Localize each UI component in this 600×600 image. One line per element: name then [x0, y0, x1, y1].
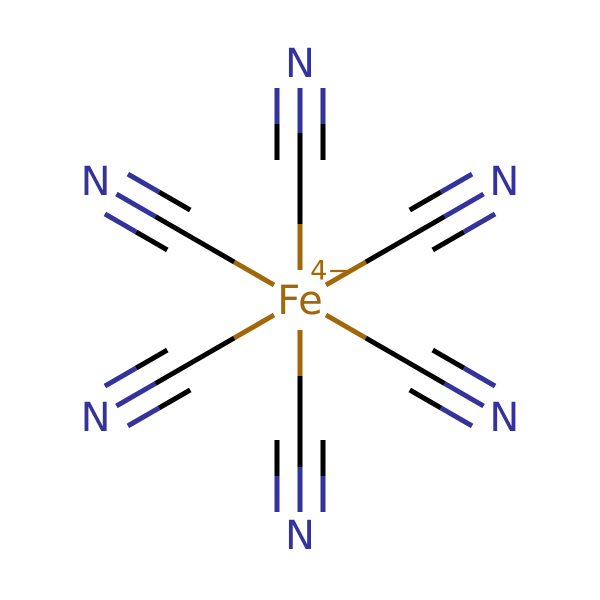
triple-bond-center-nitrogen-half [443, 381, 485, 409]
triple-bond-center-nitrogen-half [115, 381, 157, 409]
nitrogen-atom-label-down-left: N [81, 395, 111, 441]
cyanide-ligand-down-left [103, 312, 276, 429]
cyanide-ligand-up-left [103, 171, 276, 288]
fe-c-bond-carbon-half [364, 236, 407, 265]
nitrogen-atom-label-up-right: N [489, 159, 519, 205]
cyanide-ligand-up-right [324, 171, 497, 288]
fe-c-bond-carbon-half [364, 335, 407, 364]
iron-atom-label: Fe [277, 278, 322, 324]
triple-bond-side-a-nitrogen-half [126, 405, 161, 429]
nitrogen-atom-label-up-left: N [81, 159, 111, 205]
triple-bond-side-a-carbon-half [157, 387, 192, 411]
fe-c-bond-metal-half [232, 312, 276, 341]
cyanide-ligand-down-right [324, 312, 497, 429]
fe-c-bond-metal-half [324, 312, 368, 341]
triple-bond-center-carbon-half [154, 358, 196, 386]
cyanide-ligand-down [274, 330, 326, 512]
triple-bond-side-a-nitrogen-half [462, 365, 497, 389]
triple-bond-side-b-nitrogen-half [439, 405, 474, 429]
triple-bond-center-carbon-half [404, 214, 446, 242]
triple-bond-side-b-carbon-half [134, 347, 169, 371]
triple-bond-side-a-nitrogen-half [439, 171, 474, 195]
cyanide-ligand-up [274, 88, 326, 270]
triple-bond-side-b-carbon-half [157, 189, 192, 213]
triple-bond-side-b-nitrogen-half [103, 365, 138, 389]
fe-c-bond-metal-half [232, 259, 276, 288]
triple-bond-side-a-carbon-half [431, 347, 466, 371]
triple-bond-side-b-carbon-half [431, 229, 466, 253]
triple-bond-center-carbon-half [154, 214, 196, 242]
nitrogen-atom-label-down: N [285, 513, 315, 559]
nitrogen-atom-label-up: N [285, 41, 315, 87]
triple-bond-side-b-nitrogen-half [126, 171, 161, 195]
fe-c-bond-metal-half [324, 259, 368, 288]
triple-bond-center-nitrogen-half [115, 191, 157, 219]
triple-bond-side-b-carbon-half [408, 387, 443, 411]
triple-bond-side-a-carbon-half [134, 229, 169, 253]
nitrogen-atom-label-down-right: N [489, 395, 519, 441]
bonds-layer [103, 88, 497, 512]
triple-bond-side-a-nitrogen-half [103, 211, 138, 235]
triple-bond-center-carbon-half [404, 358, 446, 386]
triple-bond-center-nitrogen-half [443, 191, 485, 219]
fe-c-bond-carbon-half [193, 236, 236, 265]
iron-charge-label: 4− [310, 256, 350, 287]
fe-c-bond-carbon-half [193, 335, 236, 364]
triple-bond-side-b-nitrogen-half [462, 211, 497, 235]
atom-labels-layer: Fe 4− N N N N N N [81, 41, 520, 559]
triple-bond-side-a-carbon-half [408, 189, 443, 213]
